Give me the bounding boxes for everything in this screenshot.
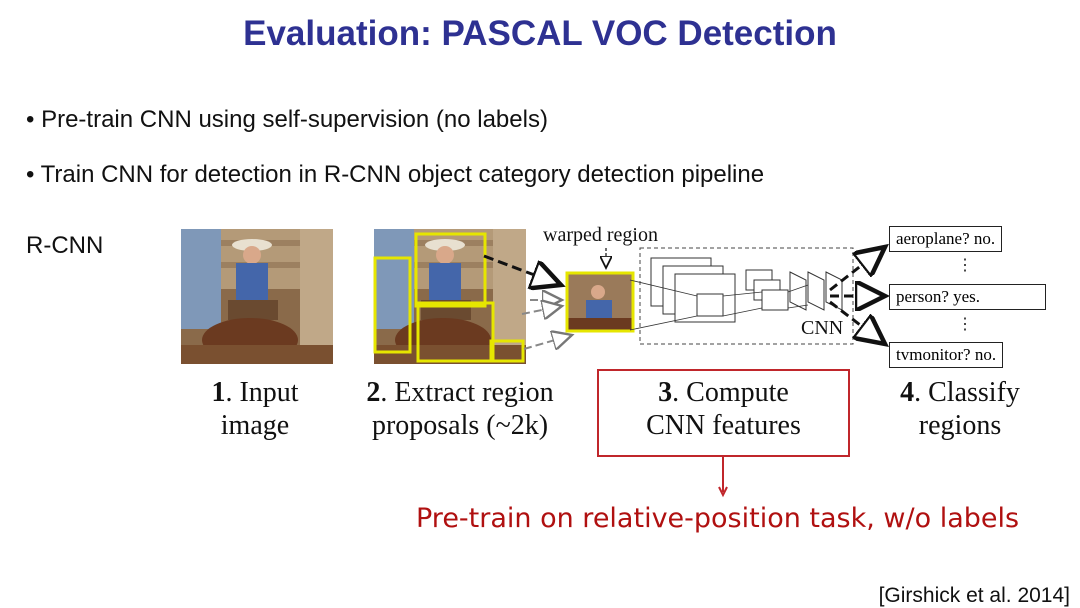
note-connector-arrow — [718, 457, 728, 498]
step-number: 2 — [366, 377, 381, 408]
region-proposals-image — [373, 229, 526, 364]
step-subtitle: regions — [918, 410, 1002, 441]
step-input-image: 1. Input image — [180, 376, 330, 442]
step-title: . Compute — [672, 377, 789, 408]
bullet-marker: • — [26, 161, 35, 188]
step-subtitle: proposals (~2k) — [371, 410, 549, 441]
step-title: . Extract region — [380, 377, 554, 408]
slide-title: Evaluation: PASCAL VOC Detection — [243, 14, 837, 53]
ellipsis-dots: ⋮ — [957, 316, 973, 333]
rcnn-label: R-CNN — [26, 232, 104, 259]
step-title: . Classify — [914, 377, 1020, 408]
step-number: 4 — [900, 377, 915, 408]
class-box-tvmonitor: tvmonitor? no. — [889, 342, 1004, 368]
bullet-pretrain: • Pre-train CNN using self-supervision (… — [26, 106, 548, 134]
cnn-label: CNN — [799, 317, 846, 340]
bullet-text: Train CNN for detection in R-CNN object … — [40, 161, 765, 188]
ellipsis-dots: ⋮ — [957, 257, 973, 274]
step-subtitle: image — [220, 410, 290, 441]
step-classify-regions: 4. Classify regions — [880, 376, 1040, 442]
step-number: 1 — [211, 377, 226, 408]
step-number: 3 — [658, 377, 673, 408]
class-box-person: person? yes. — [889, 284, 1046, 310]
classify-arrows — [829, 247, 885, 344]
proposal-to-warp-arrows — [483, 254, 572, 349]
warped-region-label: warped region — [543, 224, 658, 246]
bullet-marker: • — [26, 106, 35, 133]
proposal-boxes — [373, 232, 525, 363]
highlight-box — [597, 369, 850, 457]
pretrain-note: Pre-train on relative-position task, w/o… — [416, 503, 1020, 534]
input-image — [181, 229, 333, 364]
cnn-block — [629, 247, 854, 345]
citation: [Girshick et al. 2014] — [878, 584, 1070, 607]
step-compute-features: 3. Compute CNN features — [600, 376, 847, 442]
bullet-train-detection: • Train CNN for detection in R-CNN objec… — [26, 161, 764, 189]
step-extract-proposals: 2. Extract region proposals (~2k) — [340, 376, 580, 442]
bullet-text: Pre-train CNN using self-supervision (no… — [41, 106, 548, 133]
warped-region-image — [565, 271, 635, 333]
class-box-aeroplane: aeroplane? no. — [889, 226, 1003, 252]
step-title: . Input — [225, 377, 299, 408]
step-subtitle: CNN features — [646, 410, 801, 441]
